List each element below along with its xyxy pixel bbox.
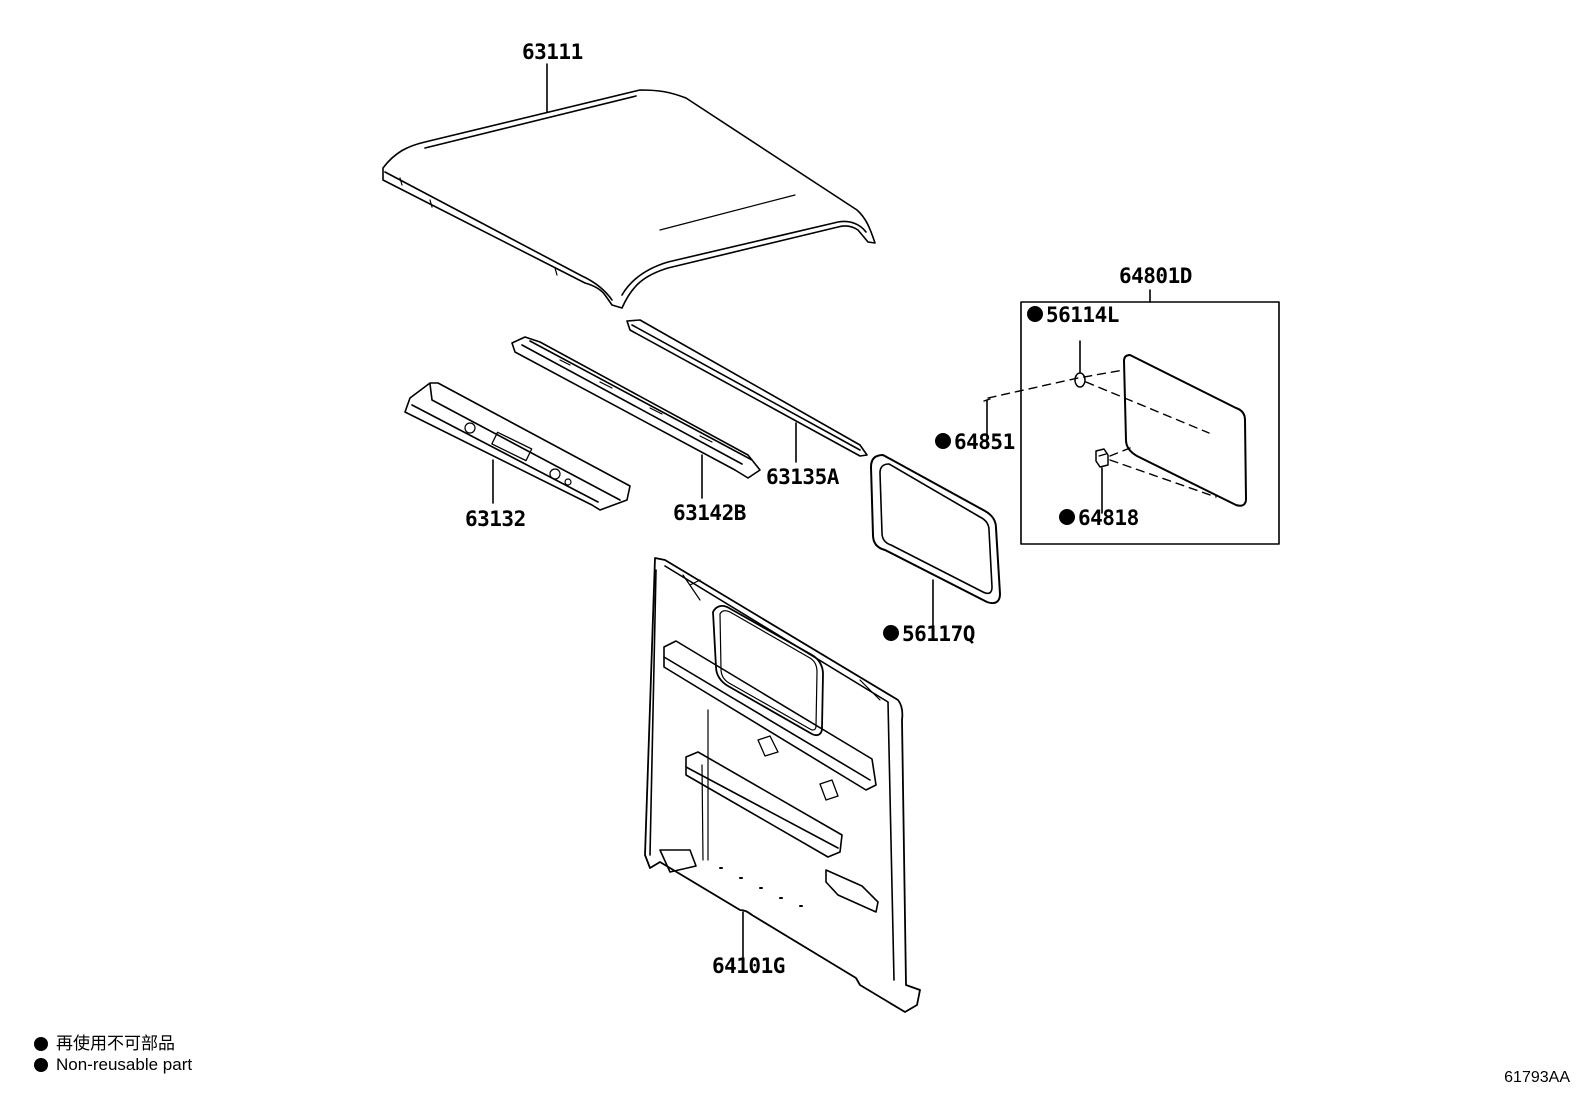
- glass-clip-drawing: [1074, 340, 1086, 388]
- non-reusable-marker: [935, 433, 951, 449]
- legend-english-text: Non-reusable part: [56, 1055, 193, 1074]
- roof-bow-front-drawing: [404, 382, 631, 511]
- callout-glass-clip-number: 56114L: [1046, 303, 1119, 327]
- legend-japanese-text: 再使用不可部品: [56, 1034, 175, 1053]
- callout-back-window-assy: 64801D: [1119, 264, 1192, 288]
- legend-english: Non-reusable part: [34, 1055, 192, 1075]
- filled-circle-icon: [34, 1036, 48, 1051]
- filled-circle-icon: [34, 1057, 48, 1072]
- back-window-glass-drawing: [1123, 354, 1247, 507]
- back-panel-drawing: [644, 557, 921, 1013]
- callout-weatherstrip-number: 56117Q: [902, 622, 975, 646]
- drawing-id: 61793AA: [1504, 1069, 1570, 1086]
- callout-back-window-stopper: 64818: [1059, 508, 1139, 529]
- callout-back-panel: 64101G: [712, 954, 785, 978]
- roof-bow-center-drawing: [511, 336, 761, 479]
- callout-roof-side-rail: 63135A: [766, 465, 839, 489]
- roof-panel-drawing: [382, 89, 876, 309]
- callout-roof-bow-center: 63142B: [673, 501, 746, 525]
- callout-roof-panel: 63111: [522, 40, 583, 64]
- callout-back-window-stopper-number: 64818: [1078, 506, 1139, 530]
- non-reusable-marker: [1059, 509, 1075, 525]
- callout-weatherstrip: 56117Q: [883, 624, 975, 645]
- callout-back-window-clip: 64851: [935, 432, 1015, 453]
- callout-glass-clip: 56114L: [1027, 305, 1119, 326]
- roof-side-rail-drawing: [626, 319, 868, 457]
- non-reusable-marker: [1027, 306, 1043, 322]
- back-window-clip-drawing: [983, 398, 991, 446]
- callout-back-window-clip-number: 64851: [954, 430, 1015, 454]
- callout-roof-bow-front: 63132: [465, 507, 526, 531]
- weatherstrip-drawing: [870, 454, 1001, 605]
- assembly-phantom-lines: [987, 369, 1217, 498]
- non-reusable-marker: [883, 625, 899, 641]
- stopper-drawing: [1095, 448, 1109, 514]
- legend-japanese: 再使用不可部品: [34, 1029, 175, 1054]
